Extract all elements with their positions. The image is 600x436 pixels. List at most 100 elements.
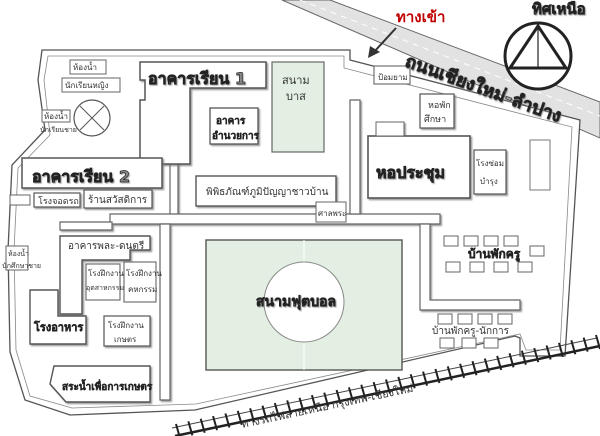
railway-tie [570, 339, 577, 355]
assembly-hall[interactable] [367, 121, 471, 199]
ws-ind-label-2: อุตสาหกรรม [86, 284, 124, 292]
canteen-label: โรงอาหาร [33, 320, 83, 334]
railway-tie [422, 371, 429, 386]
repair-label-1: โรงซ่อม [476, 158, 504, 168]
railway-tie [582, 337, 589, 352]
workshop-home-econ[interactable] [123, 261, 157, 303]
railway-tie [446, 366, 453, 381]
railway-tie [508, 353, 515, 368]
small-shed [9, 194, 31, 206]
railway-tie [385, 379, 391, 394]
north-arrow-icon [503, 21, 573, 91]
shrine[interactable] [315, 201, 347, 223]
railway-tie [545, 345, 552, 360]
staff-houses[interactable] [437, 313, 513, 349]
football-field[interactable] [205, 239, 403, 371]
girls-dorm-area[interactable] [41, 59, 121, 137]
railway-tie [212, 415, 219, 431]
garage-label: โรงจอดรถ [38, 196, 79, 207]
shrine-label: ศาลพระ [318, 209, 346, 218]
football-label: สนามฟุตบอล [256, 294, 336, 310]
arts-music-building[interactable] [59, 235, 151, 315]
railway-tie [224, 413, 231, 428]
pond-label: สระน้ำเพื่อการเกษตร [62, 379, 153, 393]
guard-label: ป้อมยาม [378, 73, 408, 82]
building-1-label: อาคารเรียน 1 [148, 69, 246, 88]
teacher-houses[interactable] [443, 235, 545, 273]
railway-tie [310, 394, 317, 410]
welfare-shop[interactable] [83, 189, 153, 209]
girls-dorm-label: นักเรียนหญิง [65, 81, 109, 90]
museum-building[interactable] [195, 175, 337, 207]
museum-label: พิพิธภัณฑ์ภูมิปัญญาชาวบ้าน [206, 186, 329, 198]
railway-tie [298, 397, 305, 413]
canteen[interactable] [29, 289, 87, 345]
railway-tie [273, 402, 280, 418]
workshop-agriculture[interactable] [103, 315, 151, 347]
railway-tie [557, 342, 564, 358]
railway-tie [199, 418, 206, 434]
building-2-label: อาคารเรียน 2 [32, 167, 130, 186]
repair-shop[interactable] [473, 149, 507, 195]
highway [281, 0, 600, 139]
ws-home-label-2: คหกรรม [128, 285, 157, 294]
ws-farm-label-1: โรงฝึกงาน [108, 320, 144, 330]
guard-booth[interactable] [373, 65, 411, 85]
railway-tie [236, 410, 243, 426]
car-garage[interactable] [33, 192, 81, 208]
railway-tie [187, 421, 194, 436]
railway-tie [483, 358, 490, 373]
north-label: ทิศเหนือ [532, 0, 586, 18]
railway-tie [175, 423, 181, 436]
internal-roads [59, 99, 521, 401]
dorm-label-2: ศึกษา [424, 114, 446, 125]
hall-label: หอประชุม [376, 163, 445, 183]
toilet-top-label: ห้องน้ำ [73, 61, 97, 72]
ws-home-label-1: โรงฝึกงาน [126, 268, 162, 278]
basketball-field[interactable] [271, 61, 325, 153]
staff-toilet-label: นักศึกษาชาย [2, 261, 41, 270]
railway-tie [595, 334, 600, 350]
repair-label-2: บำรุง [480, 177, 498, 186]
railway-tie [323, 392, 330, 407]
toilet-left-label: ห้องน้ำ [44, 110, 68, 121]
railway-tie [249, 408, 256, 423]
railway-tie [409, 373, 416, 389]
railway-tie [496, 355, 503, 371]
student-dorm[interactable] [419, 93, 455, 129]
railway-tie [471, 360, 478, 376]
shop-label: ร้านสวัสดิการ [88, 194, 148, 206]
railway-tie [286, 400, 293, 415]
ws-farm-label-2: เกษตร [114, 335, 137, 344]
director-label-1: อาคาร [216, 116, 246, 127]
entrance-label: ทางเข้า [396, 8, 445, 26]
director-building[interactable] [209, 107, 259, 145]
railway-tie [335, 389, 342, 405]
workshop-industrial[interactable] [85, 263, 121, 301]
railway-tie [533, 347, 540, 363]
staff-house-label: บ้านพักครู-นักการ [432, 325, 510, 337]
agri-pond[interactable] [49, 365, 151, 403]
small-toilet-label: ห้องน้ำ [8, 247, 29, 258]
railway-tie [520, 350, 527, 365]
dorm-label-1: หอพัก [428, 101, 451, 111]
storage-block [529, 139, 551, 191]
small-toilet[interactable] [5, 245, 29, 271]
basketball-label-2: บาส [286, 90, 306, 103]
director-label-2: อำนวยการ [212, 130, 260, 142]
boys-label: นักเรียนชาย [40, 126, 77, 134]
building-2[interactable] [21, 157, 163, 189]
railway-tie [434, 368, 441, 384]
teacher-house-label: บ้านพักครู [468, 247, 521, 262]
ws-ind-label-1: โรงฝึกงาน [88, 268, 124, 278]
railway-tie [261, 405, 268, 420]
railway-tie [397, 376, 404, 392]
railway-tie [347, 387, 354, 402]
railway-tie [360, 384, 367, 400]
arts-label: อาคารพละ-ดนตรี [68, 240, 145, 252]
entrance-arrow-icon [368, 27, 397, 58]
railway-tie [459, 363, 466, 379]
basketball-label-1: สนาม [282, 74, 310, 87]
